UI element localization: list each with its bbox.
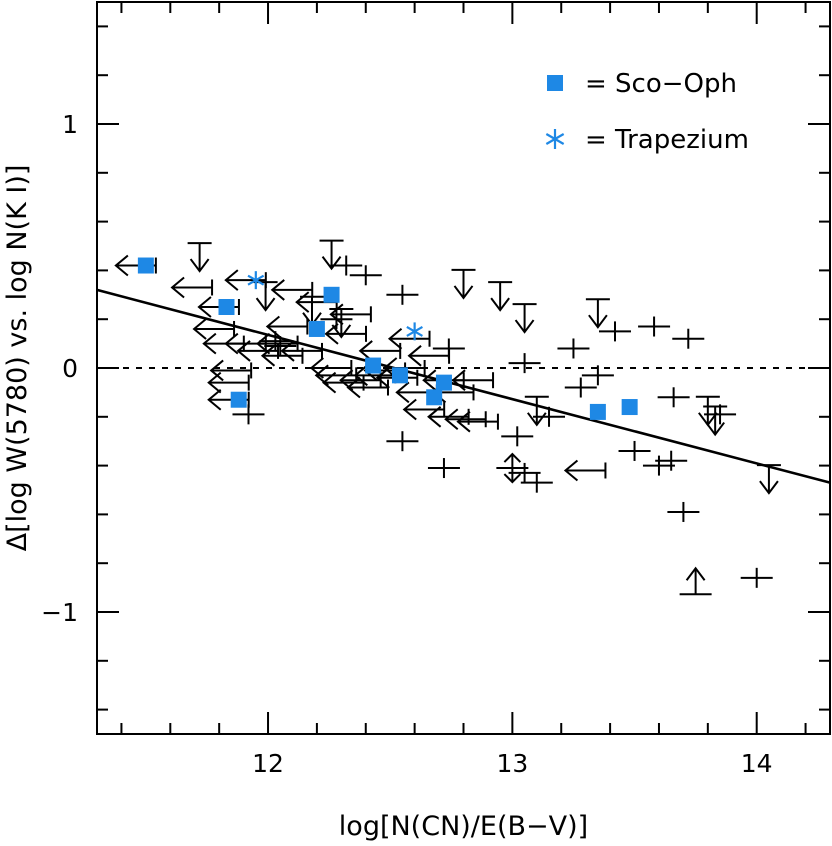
data-point-19 [265, 315, 309, 338]
data-point-75 [657, 387, 690, 408]
data-point-60 [508, 462, 541, 483]
sco-oph-marker-5 [323, 286, 340, 303]
legend-square-marker [547, 75, 563, 91]
data-point-12 [253, 281, 278, 312]
data-point-77 [672, 328, 705, 349]
data-point-63 [524, 395, 549, 427]
data-point-20 [270, 279, 314, 301]
data-point-5 [192, 318, 236, 340]
x-tick-label-1: 12 [252, 749, 284, 778]
data-point-2 [187, 242, 212, 273]
data-point-67 [581, 365, 614, 386]
legend: = Sco−Oph = Trapezium [545, 69, 749, 155]
data-point-47 [427, 458, 460, 479]
sco-oph-marker-7 [391, 367, 408, 384]
data-point-62 [508, 353, 541, 374]
data-point-57 [496, 452, 529, 484]
x-tick-label-2: 13 [496, 749, 528, 778]
data-point-71 [618, 440, 651, 461]
legend-label-sco-oph: = Sco−Oph [585, 69, 737, 99]
data-point-11 [224, 269, 267, 291]
data-point-52 [451, 268, 476, 300]
sco-oph-marker-11 [621, 399, 638, 416]
x-tick-label-3: 14 [741, 749, 773, 778]
trapezium-marker-1 [247, 271, 265, 290]
data-point-16 [264, 336, 297, 357]
legend-asterisk-marker [545, 129, 565, 149]
sco-oph-marker-10 [589, 403, 606, 420]
data-point-31 [324, 323, 367, 345]
data-point-73 [642, 455, 675, 476]
data-point-76 [667, 501, 700, 522]
data-point-34 [349, 265, 382, 286]
data-point-26 [319, 239, 344, 271]
data-point-22 [300, 295, 325, 327]
y-axis-title: Δ[log W(5780) vs. log N(K I)] [2, 165, 33, 552]
data-point-61 [520, 472, 553, 493]
data-point-48 [432, 338, 465, 359]
data-point-59 [512, 303, 537, 334]
data-point-39 [386, 284, 419, 305]
data-point-18 [260, 345, 304, 367]
data-point-55 [456, 410, 499, 433]
y-tick-label-1: 1 [62, 110, 78, 139]
sco-oph-marker-6 [365, 357, 382, 374]
data-point-74 [655, 450, 688, 471]
y-tick-label-2: 0 [62, 354, 78, 383]
data-point-10 [232, 404, 265, 425]
data-point-8 [207, 371, 250, 394]
data-point-64 [533, 406, 566, 427]
data-point-41 [386, 431, 419, 452]
data-point-68 [563, 459, 607, 482]
data-point-72 [638, 316, 671, 337]
data-points [114, 239, 781, 596]
sco-oph-marker-1 [137, 257, 154, 274]
data-point-3 [170, 276, 214, 299]
data-point-78 [679, 566, 712, 596]
data-point-80 [703, 405, 728, 437]
data-point-70 [598, 321, 631, 342]
data-point-82 [740, 567, 773, 588]
data-point-79 [695, 395, 720, 427]
trapezium-marker-2 [406, 322, 423, 341]
data-point-81 [704, 404, 737, 425]
sco-oph-marker-2 [218, 299, 235, 315]
data-point-43 [387, 327, 431, 350]
legend-label-trapezium: = Trapezium [585, 125, 749, 155]
data-point-21 [280, 340, 324, 362]
sco-oph-marker-3 [230, 391, 247, 408]
data-point-54 [451, 369, 495, 391]
sco-oph-marker-4 [308, 320, 325, 337]
data-point-58 [501, 426, 534, 447]
sco-oph-marker-9 [435, 374, 452, 391]
data-point-53 [444, 408, 487, 431]
data-point-32 [329, 303, 372, 326]
data-point-65 [557, 338, 590, 359]
data-point-28 [330, 255, 363, 276]
x-axis-title: log[N(CN)/E(B−V)] [339, 811, 588, 842]
data-point-69 [585, 298, 610, 329]
data-point-56 [488, 281, 513, 312]
y-tick-label-3: −1 [41, 598, 78, 627]
data-point-66 [564, 377, 597, 398]
data-point-7 [209, 359, 253, 382]
sco-oph-marker-8 [426, 389, 443, 406]
data-point-83 [756, 464, 781, 495]
